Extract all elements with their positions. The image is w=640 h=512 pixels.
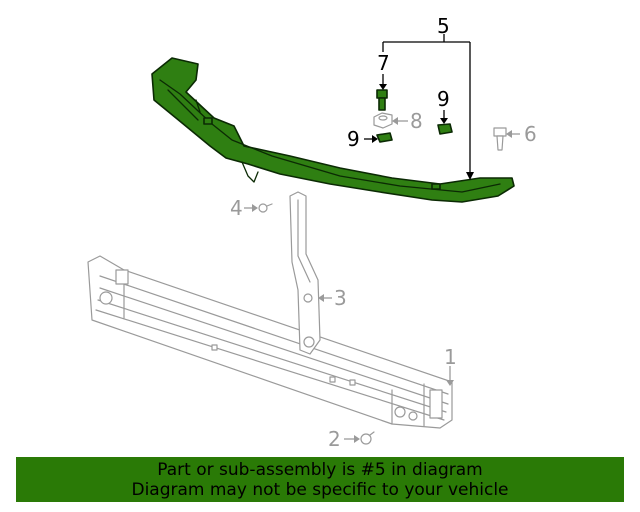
fastener-part-right	[437, 123, 453, 135]
bolt-part	[376, 89, 388, 111]
banner-line-part: Part or sub-assembly is #5 in diagram	[157, 460, 483, 480]
callout-7: 7	[377, 51, 390, 75]
banner-line-disclaimer: Diagram may not be specific to your vehi…	[131, 480, 509, 500]
upper-tie-bar-part	[151, 57, 515, 203]
leader-lines	[244, 34, 520, 443]
callout-5: 5	[437, 14, 450, 38]
bottom-clip-part	[360, 431, 375, 445]
callout-3: 3	[334, 286, 347, 310]
callout-2: 2	[328, 427, 341, 451]
parts-diagram: 1 2 3 4 5 6 7 8 9 9	[87, 14, 537, 451]
vertical-bracket-part	[289, 191, 321, 355]
callout-9-left: 9	[347, 127, 360, 151]
callout-6: 6	[524, 122, 537, 146]
callout-1: 1	[444, 345, 457, 369]
part-info-banner: Part or sub-assembly is #5 in diagram Di…	[16, 457, 624, 502]
callout-4: 4	[230, 196, 243, 220]
nut-part	[373, 112, 393, 129]
callout-9-right: 9	[437, 87, 450, 111]
bolt-small-part	[493, 127, 507, 151]
clip-part	[258, 203, 273, 213]
fastener-part-left	[376, 132, 393, 143]
callout-8: 8	[410, 109, 423, 133]
bumper-reinforcement-part	[87, 255, 453, 429]
